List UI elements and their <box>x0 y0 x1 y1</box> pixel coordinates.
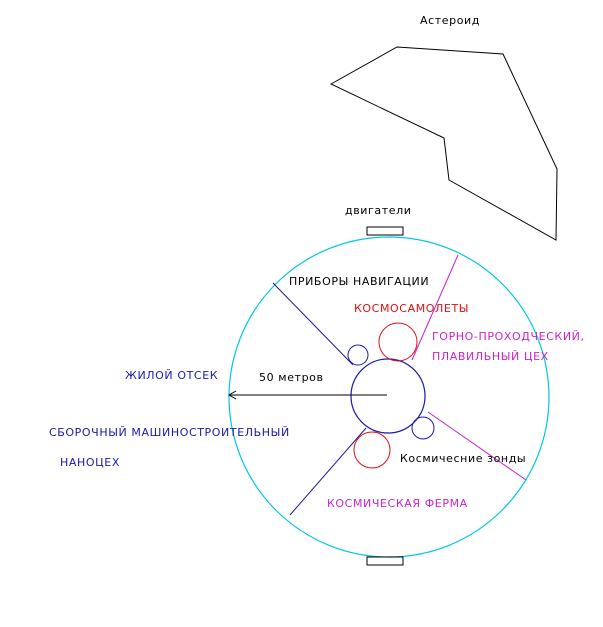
assembly-label-line1: СБОРОЧНЫЙ МАШИНОСТРОИТЕЛЬНЫЙ <box>49 426 290 439</box>
asteroid-label: Астероид <box>420 14 480 27</box>
distance-arrow-head <box>227 390 237 400</box>
mining-label-line1: ГОРНО-ПРОХОДЧЕСКИЙ, <box>432 330 585 343</box>
engine-top <box>366 226 404 236</box>
mining-divider <box>411 254 459 361</box>
spaceplanes-module <box>378 322 418 362</box>
farm-module <box>353 431 391 469</box>
module-upper-left <box>347 344 369 366</box>
distance-label: 50 метров <box>259 371 324 384</box>
probes-divider <box>427 411 527 481</box>
module-right <box>411 416 435 440</box>
engine-bottom <box>366 556 404 566</box>
farm-divider <box>289 427 367 516</box>
assembly-label-line2: НАНОЦЕХ <box>60 456 120 469</box>
mining-label-line2: ПЛАВИЛЬНЫЙ ЦЕХ <box>432 350 549 363</box>
asteroid-outline <box>329 46 558 241</box>
navigation-label: ПРИБОРЫ НАВИГАЦИИ <box>289 275 429 288</box>
spaceplanes-label: КОСМОСАМОЛЕТЫ <box>354 302 469 315</box>
farm-label: КОСМИЧЕСКАЯ ФЕРМА <box>327 497 468 510</box>
probes-label: Космичесние зонды <box>400 452 526 465</box>
engines-label: двигатели <box>345 204 412 217</box>
navigation-divider <box>272 282 354 366</box>
living-label: ЖИЛОЙ ОТСЕК <box>125 369 218 382</box>
central-hub <box>350 358 426 434</box>
